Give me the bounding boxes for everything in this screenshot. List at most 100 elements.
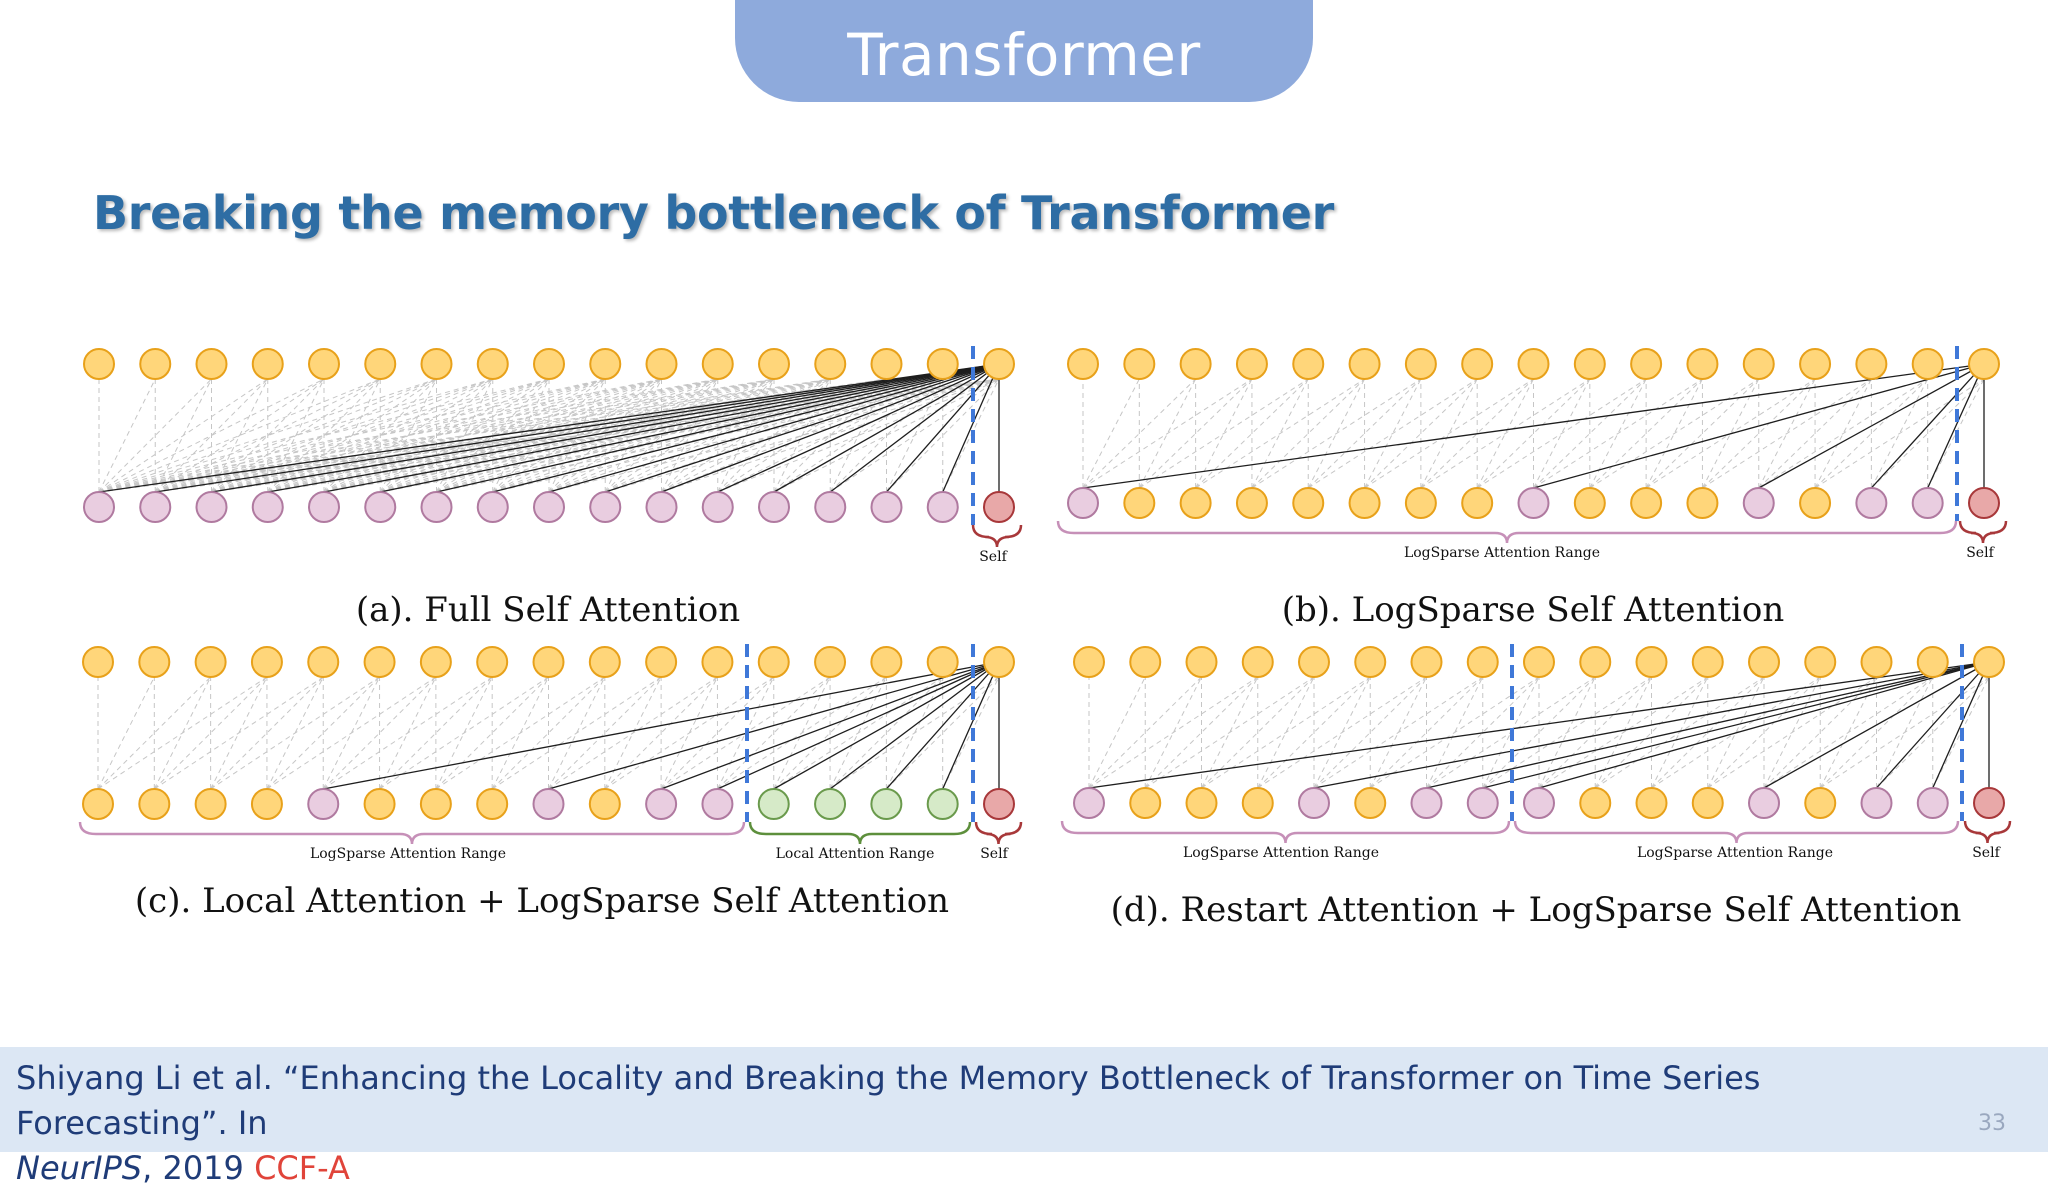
attended-node — [589, 491, 622, 523]
attended-node — [83, 491, 115, 523]
input-node — [926, 348, 959, 380]
dependency-line — [1082, 378, 1140, 489]
dependency-line — [1707, 676, 1765, 789]
attention-line — [492, 363, 1000, 493]
dependency-line — [98, 378, 156, 493]
dependency-line — [153, 676, 212, 790]
dependency-line — [98, 378, 269, 493]
input-node — [1691, 787, 1724, 819]
input-node — [1855, 348, 1888, 380]
attention-line — [717, 363, 1000, 493]
input-node — [1973, 646, 2005, 678]
dependency-line — [1814, 378, 1929, 489]
dependency-line — [1251, 378, 1365, 489]
attended-node — [926, 491, 959, 523]
dependency-line — [1533, 378, 1703, 489]
dependency-line — [155, 378, 437, 493]
attended-node — [645, 788, 678, 820]
input-node — [1298, 646, 1330, 678]
attention-line — [548, 661, 1000, 790]
dependency-line — [155, 378, 662, 493]
attention-line — [1482, 661, 1990, 789]
input-node — [983, 348, 1015, 380]
input-node — [1179, 487, 1212, 519]
dependency-line — [773, 676, 943, 790]
dependency-line — [1257, 676, 1427, 789]
caption-c: (c). Local Attention + LogSparse Self At… — [135, 881, 949, 921]
input-node — [363, 788, 396, 820]
input-node — [588, 646, 621, 678]
attention-line — [717, 661, 1000, 790]
input-node — [1235, 348, 1268, 380]
dependency-line — [1758, 378, 1816, 489]
local-attended-node — [757, 788, 790, 820]
dependency-line — [1758, 378, 1928, 489]
dependency-line — [98, 378, 381, 493]
input-node — [589, 348, 622, 380]
input-node — [870, 348, 903, 380]
logsparse-range-label: LogSparse Attention Range — [1637, 845, 1833, 861]
dependency-line — [1364, 378, 1534, 489]
attention-line — [829, 661, 1000, 790]
input-node — [1185, 787, 1218, 819]
dependency-line — [267, 378, 437, 493]
dependency-line — [1702, 378, 1872, 489]
dependency-line — [604, 378, 775, 493]
input-node — [1517, 348, 1550, 380]
dependency-line — [210, 676, 380, 790]
dependency-line — [717, 676, 887, 790]
input-node — [1185, 646, 1218, 678]
dependency-line — [211, 378, 718, 493]
input-node — [82, 788, 114, 820]
dependency-line — [1876, 676, 1934, 789]
dependency-line — [323, 378, 943, 493]
dependency-line — [1082, 378, 1196, 489]
dependency-line — [211, 378, 381, 493]
local-range-label: Local Attention Range — [776, 846, 935, 862]
dependency-line — [267, 378, 550, 493]
attention-line — [1533, 363, 1985, 489]
attended-node — [1916, 787, 1949, 819]
attention-line — [155, 363, 1000, 493]
attended-node — [476, 491, 509, 523]
dependency-line — [1138, 378, 1253, 489]
input-node — [1241, 646, 1274, 678]
input-node — [1235, 487, 1268, 519]
input-node — [420, 348, 453, 380]
input-node — [645, 646, 678, 678]
attention-line — [942, 363, 1000, 493]
attended-node — [758, 491, 790, 523]
dependency-line — [491, 676, 549, 790]
logsparse-brace — [1056, 520, 1958, 544]
attended-node — [701, 491, 734, 523]
input-node — [308, 348, 340, 380]
dependency-line — [829, 676, 1000, 790]
input-node — [1916, 646, 1949, 678]
dependency-line — [1482, 676, 1652, 789]
attended-node — [1298, 787, 1330, 819]
dependency-line — [1645, 378, 1703, 489]
attention-line — [942, 661, 1000, 790]
attention-line — [323, 363, 1000, 493]
dependency-line — [436, 378, 943, 493]
self-label: Self — [980, 846, 1009, 862]
attention-line — [1758, 363, 1985, 489]
input-node — [1804, 646, 1837, 678]
dependency-line — [323, 378, 831, 493]
input-node — [1911, 348, 1944, 380]
input-node — [814, 348, 847, 380]
attended-node — [139, 491, 172, 523]
attended-node — [195, 491, 228, 523]
input-node — [139, 348, 172, 380]
input-node — [1073, 646, 1105, 678]
dependency-line — [436, 378, 1000, 493]
dependency-line — [1533, 378, 1647, 489]
dependency-line — [1420, 378, 1478, 489]
dependency-line — [155, 378, 775, 493]
input-node — [1635, 646, 1668, 678]
dependency-line — [1369, 676, 1427, 789]
dependency-line — [267, 378, 1000, 493]
dependency-line — [1313, 676, 1371, 789]
input-node — [138, 646, 171, 678]
